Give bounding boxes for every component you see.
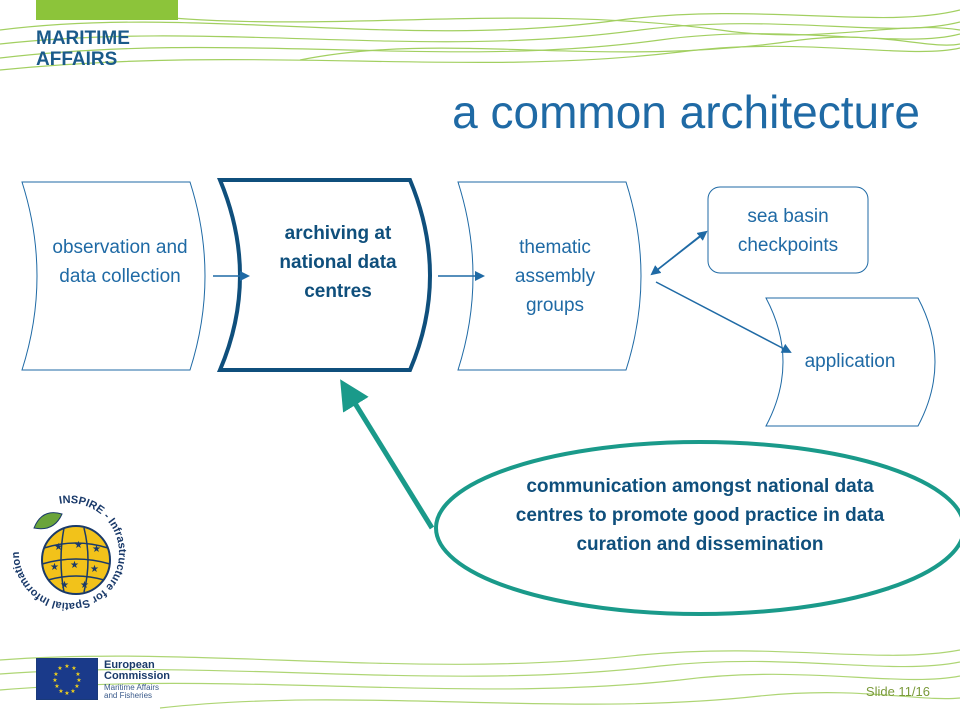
slide-number: Slide 11/16	[865, 684, 930, 699]
svg-text:★: ★	[75, 671, 80, 678]
svg-text:★: ★	[74, 540, 83, 551]
inspire-logo: ★★★ ★★★ ★★ INSPIRE - Infrastructure for …	[4, 488, 128, 612]
header-waves	[0, 0, 960, 71]
svg-text:★: ★	[58, 688, 63, 695]
svg-text:★: ★	[50, 562, 59, 573]
svg-text:★: ★	[80, 580, 89, 591]
ec-label-line1: European	[104, 659, 155, 671]
node-observation-shape	[21, 181, 206, 371]
architecture-diagram	[21, 178, 960, 616]
svg-text:★: ★	[64, 663, 69, 670]
callout-text: communication amongst national data cent…	[515, 476, 885, 555]
svg-text:★: ★	[74, 683, 79, 690]
svg-text:★: ★	[64, 690, 69, 697]
footer-waves	[0, 649, 960, 709]
svg-text:★: ★	[71, 665, 76, 672]
node-application-label: application	[804, 351, 896, 372]
node-archiving-label: archiving at national data centres	[279, 223, 397, 302]
svg-text:★: ★	[70, 688, 75, 695]
svg-text:★: ★	[52, 677, 57, 684]
ec-sub-line1: Maritime Affairs	[104, 683, 159, 692]
ec-label-line2: Commission	[104, 670, 171, 682]
section-title: MARITIME AFFAIRS	[36, 28, 130, 70]
arrow-thematic-checkpoints-back	[650, 235, 701, 276]
arrow-thematic-application	[655, 281, 792, 353]
svg-text:★: ★	[90, 564, 99, 575]
callout-arrow	[340, 379, 435, 530]
svg-text:★: ★	[54, 542, 63, 553]
node-checkpoints-shape	[707, 186, 869, 274]
node-application-shape	[765, 297, 936, 427]
ec-sub-line2: and Fisheries	[104, 691, 153, 700]
slide-title: a common architecture	[452, 86, 920, 138]
node-thematic-label: thematic assembly groups	[514, 237, 596, 316]
svg-text:★: ★	[60, 580, 69, 591]
svg-text:★: ★	[76, 677, 81, 684]
callout-ellipse	[434, 440, 960, 616]
inspire-leaf-icon	[33, 512, 63, 530]
svg-text:★: ★	[92, 544, 101, 555]
svg-text:★: ★	[70, 560, 79, 571]
eu-flag-icon: ★★★ ★★★ ★★★ ★★★	[36, 658, 98, 700]
node-checkpoints-label: sea basin checkpoints	[737, 206, 839, 256]
node-observation-label: observation and data collection	[52, 237, 188, 287]
svg-text:★: ★	[53, 671, 58, 678]
svg-text:★: ★	[54, 683, 59, 690]
svg-text:★: ★	[57, 665, 62, 672]
node-thematic-shape	[457, 181, 642, 371]
node-archiving-shape	[216, 178, 432, 372]
